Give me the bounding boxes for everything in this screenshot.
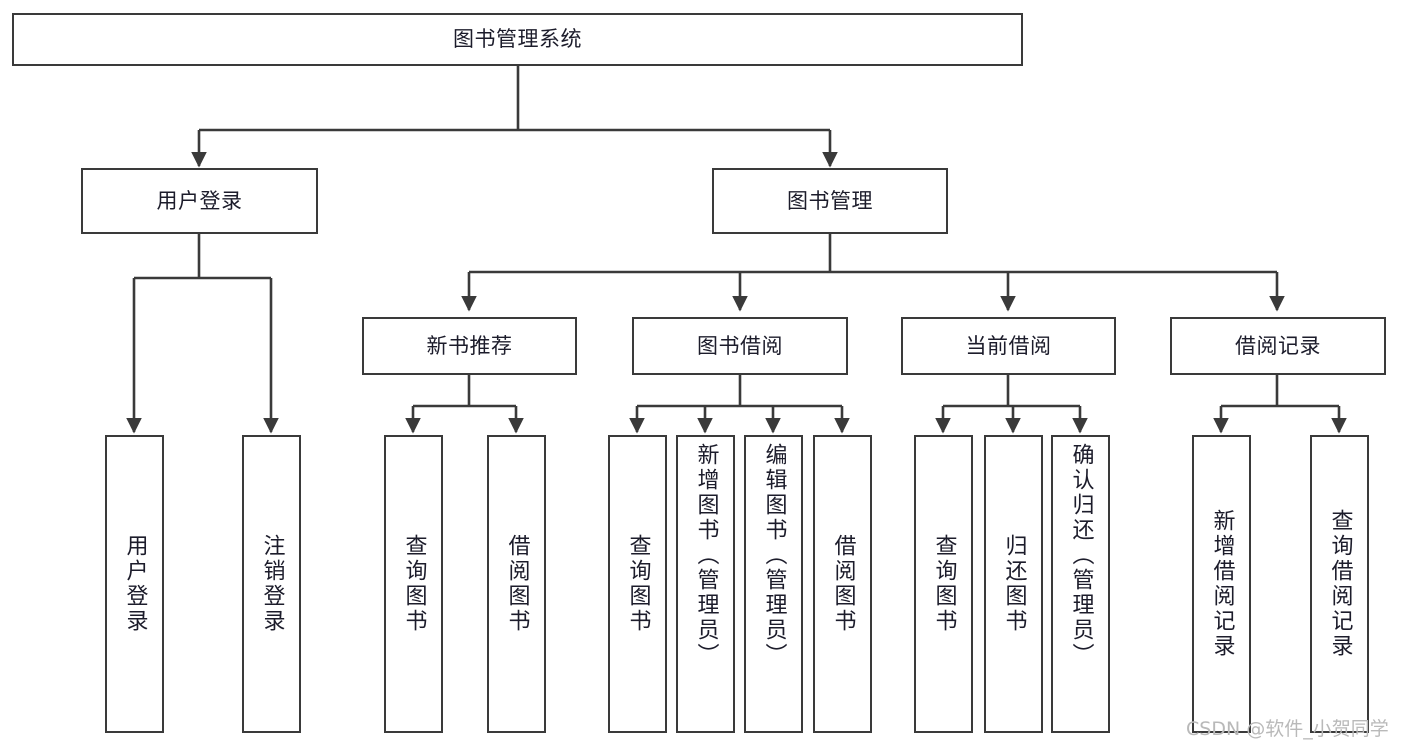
leaf-user-login[interactable]: 用户登录: [105, 435, 164, 733]
node-label: 借阅记录: [1235, 333, 1321, 358]
node-label: 用户登录: [122, 534, 148, 634]
node-label: 注销登录: [259, 534, 285, 634]
leaf-query-borrow-record[interactable]: 查询借阅记录: [1310, 435, 1369, 733]
leaf-confirm-return-admin[interactable]: 确认归还（管理员）: [1051, 435, 1110, 733]
leaf-borrow-book-2[interactable]: 借阅图书: [813, 435, 872, 733]
node-new-book-recommend[interactable]: 新书推荐: [362, 317, 577, 375]
node-label: 新增借阅记录: [1209, 509, 1235, 659]
node-label: 查询图书: [625, 534, 651, 634]
node-label: 归还图书: [1001, 534, 1027, 634]
node-label: 新增图书（管理员）: [693, 443, 719, 668]
leaf-edit-book-admin[interactable]: 编辑图书（管理员）: [744, 435, 803, 733]
node-label: 借阅图书: [830, 534, 856, 634]
leaf-query-book-1[interactable]: 查询图书: [384, 435, 443, 733]
node-label: 借阅图书: [504, 534, 530, 634]
leaf-query-book-2[interactable]: 查询图书: [608, 435, 667, 733]
leaf-query-book-3[interactable]: 查询图书: [914, 435, 973, 733]
node-label: 查询图书: [401, 534, 427, 634]
node-current-borrow[interactable]: 当前借阅: [901, 317, 1116, 375]
node-user-login[interactable]: 用户登录: [81, 168, 318, 234]
node-label: 用户登录: [156, 188, 243, 213]
node-label: 图书管理: [787, 188, 873, 213]
node-book-management-system[interactable]: 图书管理系统: [12, 13, 1023, 66]
node-label: 确认归还（管理员）: [1068, 443, 1094, 668]
node-borrow-record[interactable]: 借阅记录: [1170, 317, 1386, 375]
node-label: 图书借阅: [697, 333, 783, 358]
node-label: 新书推荐: [426, 333, 513, 358]
leaf-add-book-admin[interactable]: 新增图书（管理员）: [676, 435, 735, 733]
node-label: 查询图书: [931, 534, 957, 634]
leaf-borrow-book-1[interactable]: 借阅图书: [487, 435, 546, 733]
node-book-borrow[interactable]: 图书借阅: [632, 317, 848, 375]
leaf-return-book[interactable]: 归还图书: [984, 435, 1043, 733]
leaf-add-borrow-record[interactable]: 新增借阅记录: [1192, 435, 1251, 733]
node-label: 编辑图书（管理员）: [761, 443, 787, 668]
node-label: 当前借阅: [965, 333, 1052, 358]
node-label: 图书管理系统: [453, 27, 582, 52]
leaf-logout-login[interactable]: 注销登录: [242, 435, 301, 733]
node-book-management[interactable]: 图书管理: [712, 168, 948, 234]
node-label: 查询借阅记录: [1327, 509, 1353, 659]
